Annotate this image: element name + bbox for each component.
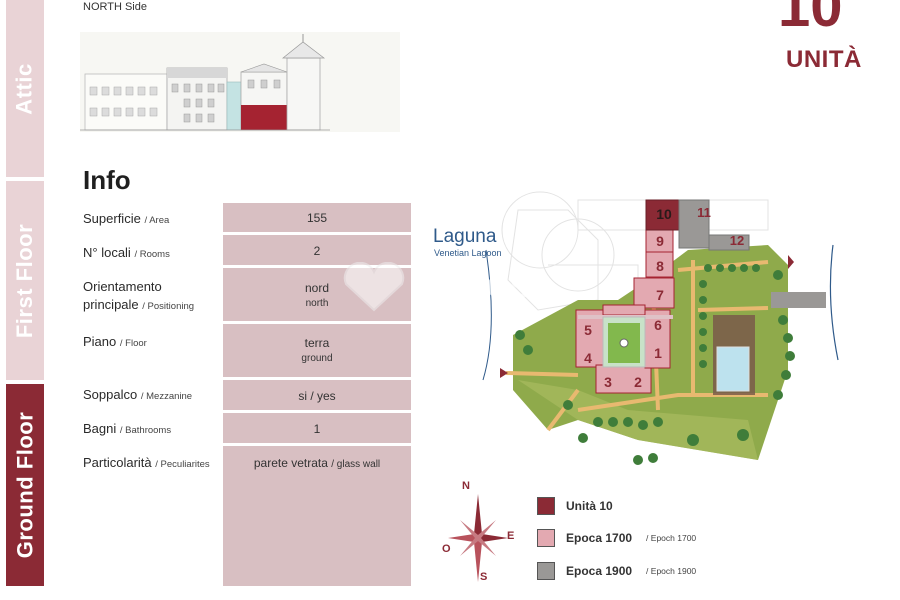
- tab-ground-floor-label: Ground Floor: [12, 411, 37, 559]
- tab-first-floor[interactable]: First Floor: [6, 181, 44, 380]
- unit-label-4: 4: [584, 350, 592, 366]
- legend-swatch: [537, 562, 555, 580]
- watermark-brand: Lopes: [410, 262, 533, 306]
- legend-item-unit: Unità 10: [537, 496, 613, 516]
- compass-s: S: [480, 571, 488, 583]
- compass-e: E: [507, 530, 515, 542]
- watermark-sub: MUNDI: [412, 318, 475, 335]
- info-label: Particolarità / Peculiarites: [83, 455, 210, 470]
- info-value: si / yes: [223, 380, 411, 410]
- unit-label: UNITÀ: [786, 46, 862, 73]
- info-value: 2: [223, 235, 411, 265]
- legend-item-epoch-1700: Epoca 1700 / Epoch 1700: [537, 528, 696, 548]
- legend-swatch: [537, 529, 555, 547]
- compass-w: O: [442, 543, 451, 555]
- unit-label-11: 11: [697, 205, 711, 220]
- unit-label-10: 10: [656, 206, 672, 222]
- info-value: 1: [223, 413, 411, 443]
- lagoon-label: Laguna: [433, 226, 497, 247]
- legend-swatch: [537, 497, 555, 515]
- unit-label-7: 7: [656, 287, 664, 303]
- info-label: Soppalco / Mezzanine: [83, 387, 193, 402]
- elevation-caption: NORTH Side: [83, 1, 147, 13]
- tab-ground-floor[interactable]: Ground Floor: [6, 384, 44, 586]
- tab-attic[interactable]: Attic: [6, 0, 44, 177]
- info-label: Piano / Floor: [83, 334, 147, 349]
- unit-label-1: 1: [654, 345, 662, 361]
- info-value: nord north: [223, 268, 411, 321]
- info-label: N° locali / Rooms: [83, 245, 170, 260]
- unit-label-12: 12: [730, 233, 744, 248]
- compass-n: N: [462, 480, 470, 492]
- lagoon-sublabel: Venetian Lagoon: [434, 248, 502, 258]
- info-title: Info: [83, 165, 131, 195]
- site-map: 1 2 3 4 5 6 7 8 9 10 11 12: [428, 190, 868, 475]
- unit-label-6: 6: [654, 317, 662, 333]
- tab-attic-label: Attic: [12, 62, 38, 115]
- unit-label-5: 5: [584, 322, 592, 338]
- info-value: 155: [223, 203, 411, 232]
- unit-label-9: 9: [656, 233, 664, 249]
- legend-item-epoch-1900: Epoca 1900 / Epoch 1900: [537, 561, 696, 581]
- info-value: terra ground: [223, 324, 411, 377]
- unit-label-2: 2: [634, 374, 642, 390]
- building-elevation-drawing: [80, 32, 400, 132]
- info-label: Superficie / Area: [83, 211, 170, 226]
- compass-rose-icon: [448, 494, 508, 582]
- unit-label-8: 8: [656, 258, 664, 274]
- unit-number: 10: [778, 0, 843, 39]
- info-label: Bagni / Bathrooms: [83, 421, 172, 436]
- info-value: parete vetrata / glass wall: [223, 446, 411, 586]
- tab-first-floor-label: First Floor: [12, 223, 37, 338]
- unit-label-3: 3: [604, 374, 612, 390]
- info-label: Orientamento principale / Positioning: [83, 279, 195, 312]
